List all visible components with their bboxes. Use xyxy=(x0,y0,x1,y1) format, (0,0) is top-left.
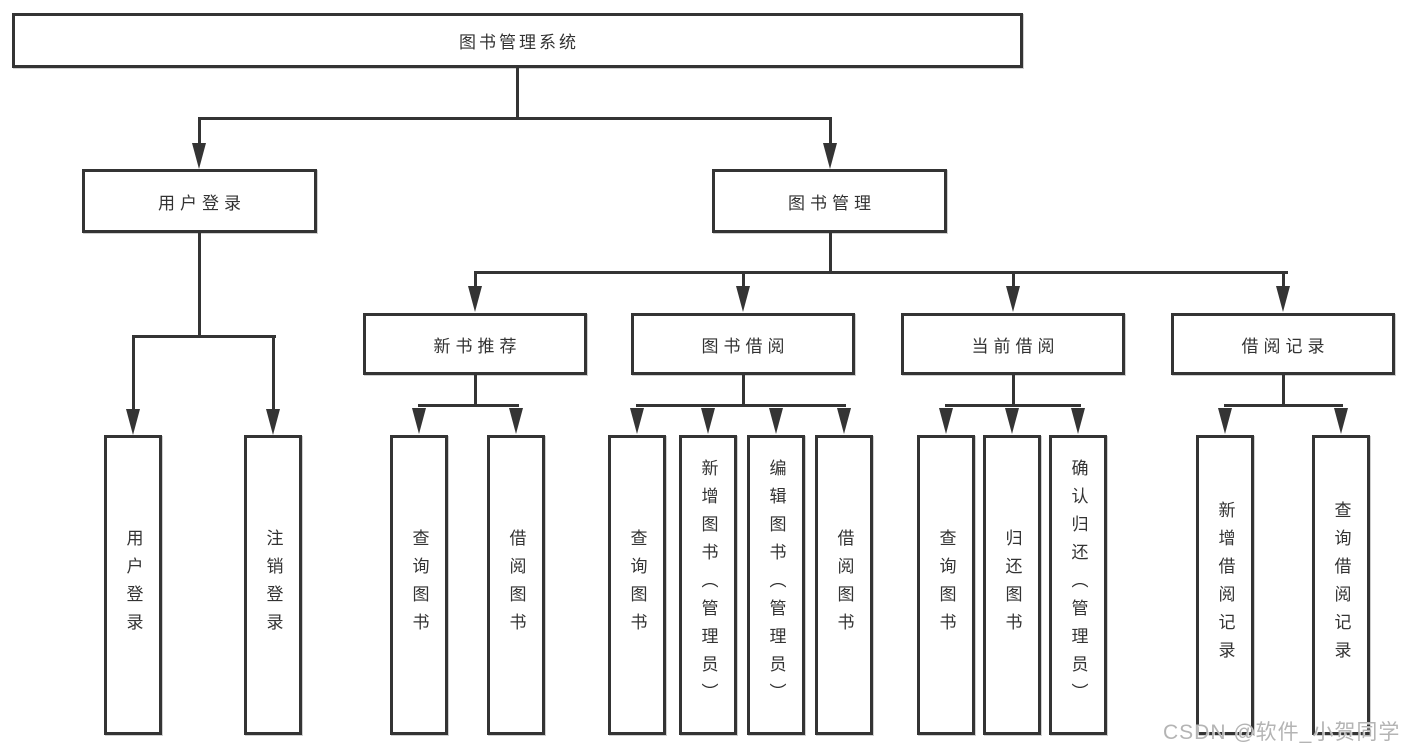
leaf-query-borrow-record: 查询借阅记录 xyxy=(1312,435,1370,735)
connector-line xyxy=(742,375,745,406)
connector-line xyxy=(1224,404,1343,407)
arrow-down-icon xyxy=(509,408,523,434)
connector-line xyxy=(1012,271,1015,288)
connector-line xyxy=(418,404,519,407)
leaf-logout: 注销登录 xyxy=(244,435,302,735)
connector-line xyxy=(1012,375,1015,406)
arrow-down-icon xyxy=(630,408,644,434)
connector-line xyxy=(474,271,1288,274)
connector-line xyxy=(474,375,477,406)
arrow-down-icon xyxy=(1218,408,1232,434)
arrow-down-icon xyxy=(1071,408,1085,434)
leaf-query-books-3: 查询图书 xyxy=(917,435,975,735)
csdn-watermark: CSDN @软件_小贺同学 xyxy=(1163,721,1401,744)
arrow-down-icon xyxy=(939,408,953,434)
leaf-query-books-2: 查询图书 xyxy=(608,435,666,735)
arrow-down-icon xyxy=(837,408,851,434)
node-borrowing-records: 借阅记录 xyxy=(1171,313,1395,375)
arrow-down-icon xyxy=(468,286,482,312)
connector-line xyxy=(198,117,201,147)
node-new-book-recommend: 新书推荐 xyxy=(363,313,587,375)
connector-line xyxy=(945,404,1081,407)
node-user-login: 用户登录 xyxy=(82,169,317,233)
leaf-return-books: 归还图书 xyxy=(983,435,1041,735)
arrow-down-icon xyxy=(192,143,206,169)
connector-line xyxy=(636,404,846,407)
leaf-query-books-1: 查询图书 xyxy=(390,435,448,735)
arrow-down-icon xyxy=(736,286,750,312)
connector-line xyxy=(198,233,201,338)
arrow-down-icon xyxy=(266,409,280,435)
connector-line xyxy=(132,335,276,338)
connector-line xyxy=(198,117,832,120)
arrow-down-icon xyxy=(769,408,783,434)
connector-line xyxy=(132,335,135,413)
arrow-down-icon xyxy=(1006,286,1020,312)
leaf-add-books-admin: 新增图书（管理员） xyxy=(679,435,737,735)
connector-line xyxy=(474,271,477,288)
node-root-library-system: 图书管理系统 xyxy=(12,13,1023,68)
node-current-borrowing: 当前借阅 xyxy=(901,313,1125,375)
connector-line xyxy=(1282,375,1285,406)
connector-line xyxy=(272,335,275,413)
leaf-borrow-books-1: 借阅图书 xyxy=(487,435,545,735)
connector-line xyxy=(1282,271,1285,288)
arrow-down-icon xyxy=(1005,408,1019,434)
connector-line xyxy=(742,271,745,288)
connector-line xyxy=(829,117,832,147)
leaf-confirm-return-admin: 确认归还（管理员） xyxy=(1049,435,1107,735)
leaf-user-login: 用户登录 xyxy=(104,435,162,735)
arrow-down-icon xyxy=(823,143,837,169)
arrow-down-icon xyxy=(701,408,715,434)
leaf-borrow-books-2: 借阅图书 xyxy=(815,435,873,735)
leaf-add-borrow-record: 新增借阅记录 xyxy=(1196,435,1254,735)
node-book-management: 图书管理 xyxy=(712,169,947,233)
node-book-borrowing: 图书借阅 xyxy=(631,313,855,375)
arrow-down-icon xyxy=(1276,286,1290,312)
leaf-edit-books-admin: 编辑图书（管理员） xyxy=(747,435,805,735)
connector-line xyxy=(516,68,519,120)
arrow-down-icon xyxy=(1334,408,1348,434)
arrow-down-icon xyxy=(126,409,140,435)
arrow-down-icon xyxy=(412,408,426,434)
connector-line xyxy=(829,233,832,274)
